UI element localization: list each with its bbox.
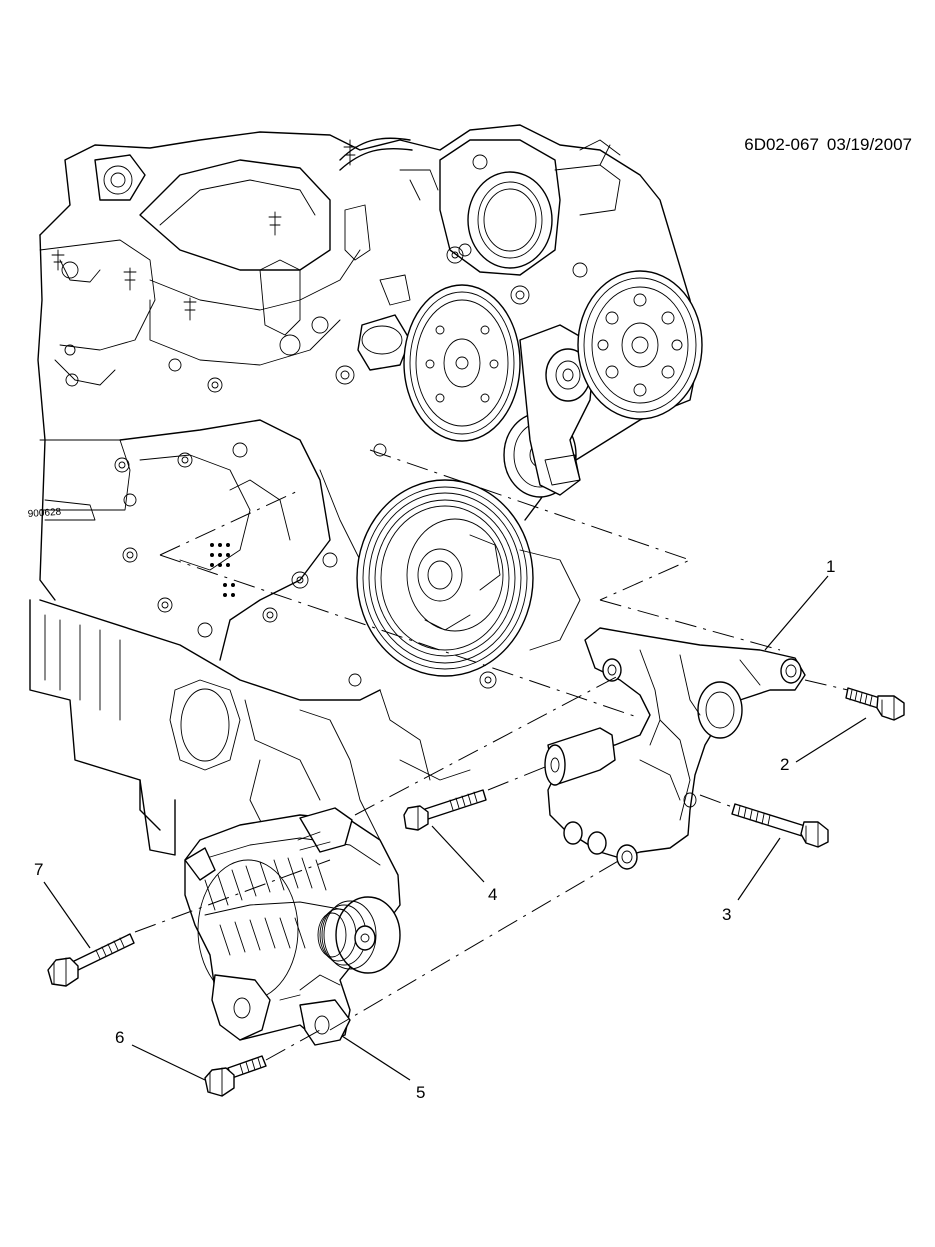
crankshaft-pulley <box>356 479 534 677</box>
callout-3: 3 <box>722 905 731 924</box>
leader-7 <box>43 881 91 949</box>
generator-bracket <box>544 627 806 870</box>
callout-5: 5 <box>416 1083 425 1102</box>
generator <box>184 807 401 1046</box>
callout-4: 4 <box>488 885 497 904</box>
leader-3 <box>737 837 781 901</box>
oil-filler-cap <box>357 274 411 371</box>
callout-1: 1 <box>826 557 835 576</box>
casting-dots <box>210 543 235 597</box>
leader-2 <box>795 717 867 763</box>
bolt-4 <box>403 789 487 831</box>
water-pump-pulley <box>403 284 521 442</box>
bolt-6 <box>204 1055 267 1097</box>
leader-5 <box>341 1035 411 1081</box>
assembly-centerlines <box>134 449 849 1061</box>
callout-7: 7 <box>34 860 43 879</box>
reference-date: 03/19/2007 <box>827 135 912 154</box>
throttle-body <box>439 139 621 276</box>
bolt-3 <box>731 803 829 848</box>
leader-1 <box>764 575 829 651</box>
leader-6 <box>131 1044 206 1081</box>
power-steering-pulley <box>577 270 703 420</box>
callout-2: 2 <box>780 755 789 774</box>
reference-code: 6D02-067 <box>744 135 819 154</box>
bolt-7 <box>47 933 135 987</box>
engine-stamp: 900628 <box>27 507 61 520</box>
bolt-2 <box>845 687 905 721</box>
callout-6: 6 <box>115 1028 124 1047</box>
engine-block: 900628 <box>27 124 703 856</box>
generator-pulley <box>317 896 401 974</box>
leader-4 <box>431 825 485 883</box>
diagram-reference: 6D02-067 03/19/2007 <box>744 135 912 154</box>
callouts: 1 2 3 4 5 6 7 <box>34 557 867 1102</box>
